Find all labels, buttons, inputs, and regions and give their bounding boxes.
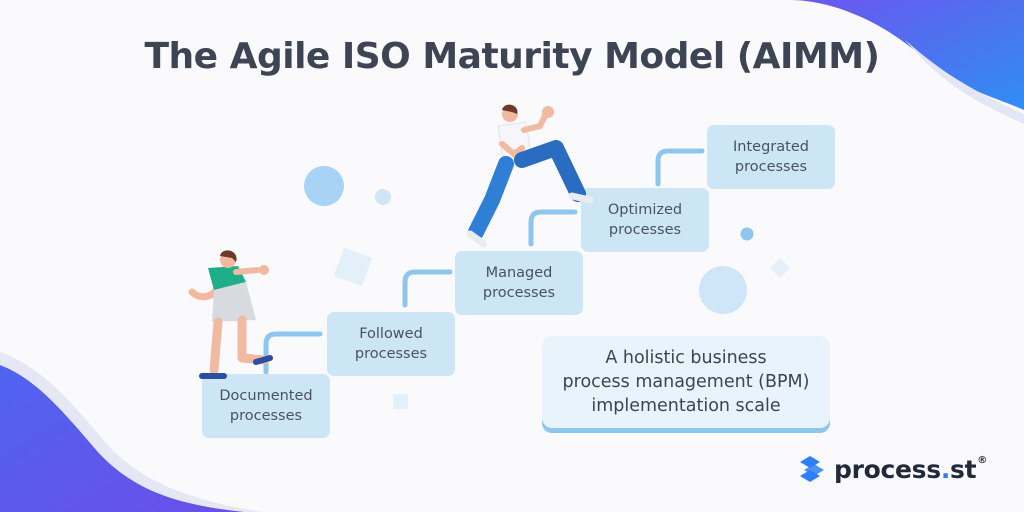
process-st-logo[interactable]: process.st® <box>798 452 987 486</box>
person-climbing-icon <box>188 250 273 379</box>
step-followed: Followed processes <box>327 312 455 376</box>
logo-registered: ® <box>977 454 987 466</box>
step-integrated: Integrated processes <box>707 125 835 189</box>
top-right-blob-shadow <box>905 40 1024 124</box>
description-box: A holistic business process management (… <box>542 336 830 428</box>
description-text: A holistic business process management (… <box>562 348 810 416</box>
top-right-blob <box>790 0 1024 110</box>
bottom-left-blob <box>0 365 245 512</box>
diamond-left <box>333 247 373 287</box>
step-label: Optimized processes <box>607 202 683 238</box>
diamond-right <box>770 258 790 278</box>
circle-small-right <box>740 227 754 241</box>
step-label: Managed processes <box>482 265 556 301</box>
square-small-bottom <box>393 394 408 409</box>
circle-large-left <box>304 166 344 206</box>
step-optimized: Optimized processes <box>581 188 709 252</box>
connector-4 <box>655 148 705 187</box>
logo-wordmark: process.st® <box>834 455 987 484</box>
step-documented: Documented processes <box>202 374 330 438</box>
connector-1 <box>263 331 323 375</box>
bottom-left-blob-shadow <box>0 352 262 512</box>
page-title: The Agile ISO Maturity Model (AIMM) <box>144 36 880 77</box>
step-label: Integrated processes <box>733 139 809 175</box>
step-managed: Managed processes <box>455 251 583 315</box>
process-st-chevron-icon <box>800 456 824 482</box>
logo-suffix: st <box>950 454 977 484</box>
connector-2 <box>402 269 453 308</box>
logo-dot: . <box>940 454 951 484</box>
circle-large-right <box>699 266 747 314</box>
circle-small-left <box>375 189 391 205</box>
step-label: Documented processes <box>219 388 313 424</box>
step-label: Followed processes <box>354 326 428 362</box>
logo-name: process <box>834 454 941 484</box>
person-running-icon <box>466 104 594 248</box>
connector-3 <box>528 209 578 247</box>
